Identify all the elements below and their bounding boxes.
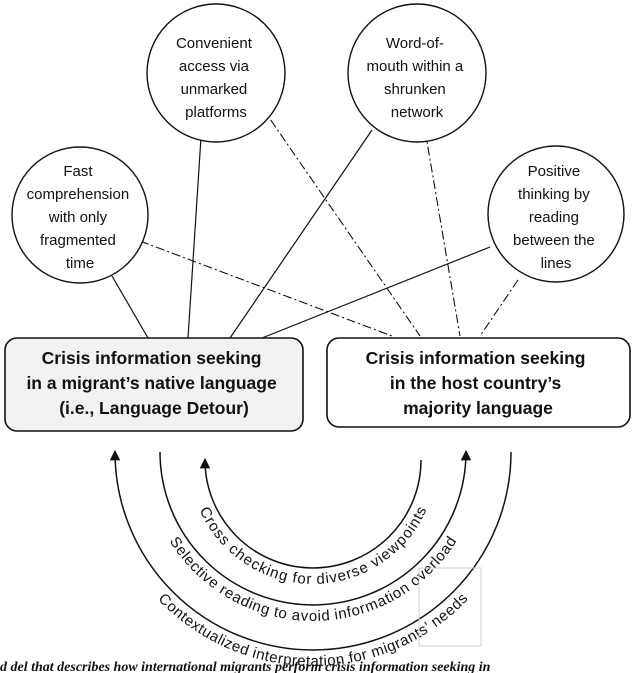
box-native-language-shape — [4, 337, 304, 432]
circle-fast-line: Fast — [63, 163, 93, 180]
box-host-language: Crisis information seeking in the host c… — [326, 337, 631, 428]
arc-cross-checking — [199, 457, 422, 569]
circle-word-of-mouth: Word-of- mouth within a shrunken network — [347, 3, 487, 143]
circle-word-of-mouth-line: network — [391, 104, 444, 121]
solid-connectors — [111, 121, 491, 339]
box-host-line: in the host country’s — [390, 373, 562, 393]
dashed-connectors — [139, 105, 519, 337]
connector-word-to-host — [424, 129, 461, 337]
box-native-language: Crisis information seeking in a migrant’… — [4, 337, 304, 432]
svg-text:Crisis information seeking: Crisis information seeking in a migrant’… — [26, 348, 281, 418]
circle-fast-line: fragmented — [40, 232, 116, 249]
circle-fast-shape — [11, 146, 149, 284]
connector-positive-to-native — [261, 246, 491, 339]
circle-convenient-line: access via — [179, 58, 250, 75]
circle-fast-line: with only — [48, 209, 108, 226]
circle-convenient: Convenient access via unmarked platforms — [146, 3, 286, 143]
arc-contextualized — [109, 449, 512, 651]
connector-word-to-native — [229, 129, 373, 339]
box-host-language-shape — [326, 337, 631, 428]
circle-convenient-line: platforms — [185, 104, 247, 121]
circle-convenient-line: Convenient — [176, 35, 253, 52]
connector-convenient-to-host — [260, 105, 421, 337]
circle-fast-line: comprehension — [27, 186, 130, 203]
arc-selective-reading — [159, 449, 472, 606]
arc-label-cross-checking: Cross checking for diverse viewpoints — [196, 504, 431, 588]
box-host-line: Crisis information seeking — [366, 348, 586, 368]
arcs — [109, 449, 512, 651]
circle-word-of-mouth-line: mouth within a — [367, 58, 464, 75]
circle-positive: Positive thinking by reading between the… — [487, 145, 625, 283]
circle-convenient-line: unmarked — [181, 81, 248, 98]
circle-positive-line: reading — [529, 209, 579, 226]
box-host-line: majority language — [403, 398, 553, 418]
arc-label-outer-text: Contextualized interpretation for migran… — [155, 590, 471, 670]
svg-text:Fast comprehension: Fast comprehension with only fragmented … — [27, 163, 134, 272]
crop-mark — [418, 567, 482, 647]
figure-caption: d del that describes how international m… — [0, 660, 491, 673]
circle-positive-line: lines — [541, 255, 572, 272]
circle-positive-line: Positive — [528, 163, 581, 180]
svg-text:Crisis information seeking: Crisis information seeking in the host c… — [366, 348, 591, 418]
arc-label-contextualized: Contextualized interpretation for migran… — [155, 590, 471, 670]
svg-text:Convenient access via: Convenient access via unmarked platforms — [176, 35, 256, 121]
circle-word-of-mouth-line: shrunken — [384, 81, 446, 98]
box-native-line: Crisis information seeking — [42, 348, 262, 368]
circle-fast: Fast comprehension with only fragmented … — [11, 146, 149, 284]
connector-positive-to-host — [479, 279, 519, 337]
circle-word-of-mouth-shape — [347, 3, 487, 143]
circle-convenient-shape — [146, 3, 286, 143]
svg-text:Word-of- mouth within a: Word-of- mouth within a shrunken network — [367, 35, 468, 121]
connector-fast-to-host — [139, 240, 393, 337]
box-native-line: in a migrant’s native language — [26, 373, 277, 393]
box-native-line: (i.e., Language Detour) — [59, 398, 249, 418]
connector-fast-to-native — [111, 275, 149, 339]
circle-fast-line: time — [66, 255, 94, 272]
circle-positive-line: thinking by — [518, 186, 590, 203]
svg-text:Positive thinking by: Positive thinking by reading between the… — [513, 163, 599, 272]
circle-positive-line: between the — [513, 232, 595, 249]
connector-convenient-to-native — [187, 121, 203, 339]
arc-label-inner-text: Cross checking for diverse viewpoints — [196, 504, 431, 588]
circle-word-of-mouth-line: Word-of- — [386, 35, 444, 52]
circle-positive-shape — [487, 145, 625, 283]
